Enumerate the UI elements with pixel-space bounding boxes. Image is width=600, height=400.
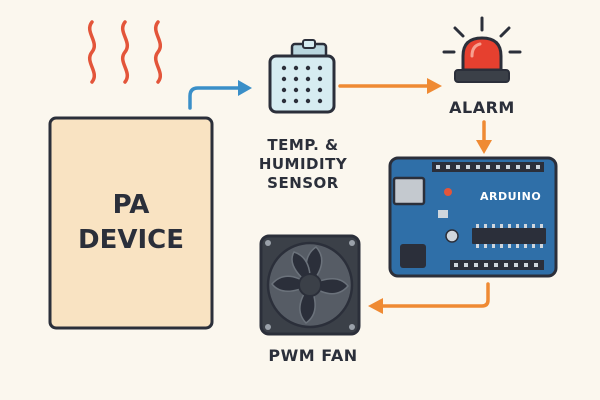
heat-wave — [88, 20, 96, 84]
arrow-alarm-to-arduino — [476, 120, 492, 154]
alarm-label: ALARM — [449, 98, 515, 117]
pa-device-box — [48, 116, 214, 330]
sensor-label-line1: TEMP. & — [267, 136, 339, 154]
sensor-label-line3: SENSOR — [267, 173, 339, 192]
arduino-label: ARDUINO — [480, 190, 542, 203]
heat-waves-icon — [88, 20, 162, 84]
alarm-siren-icon — [442, 16, 522, 83]
arduino-board-icon — [388, 156, 558, 278]
pwm-fan-icon — [259, 234, 361, 336]
heat-wave — [121, 20, 129, 84]
arrow-sensor-to-alarm — [338, 78, 442, 94]
arrow-arduino-to-fan — [368, 282, 490, 314]
arrow-device-to-sensor — [188, 80, 252, 110]
pa-device-line1: PA — [112, 189, 150, 220]
pa-device-label: PA DEVICE — [50, 118, 212, 328]
sensor-label-line2: HUMIDITY — [258, 154, 348, 173]
heat-wave — [154, 20, 162, 84]
humidity-sensor-icon — [268, 39, 336, 114]
sensor-label: TEMP. & HUMIDITY SENSOR — [238, 136, 368, 192]
pa-device-line2: DEVICE — [78, 225, 184, 255]
fan-label: PWM FAN — [268, 346, 358, 365]
